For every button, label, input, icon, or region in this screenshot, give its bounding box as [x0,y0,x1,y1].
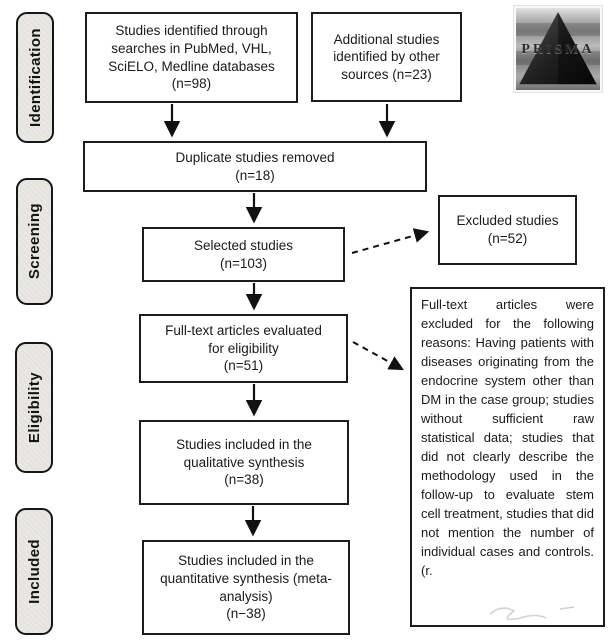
arrow-fulltext-to-reasons-dashed [352,341,404,371]
prisma-logo: PRISMA [513,5,603,93]
box-duplicates-removed: Duplicate studies removed (n=18) [83,141,427,192]
prisma-logo-background: PRISMA [516,8,600,90]
box-excluded-studies: Excluded studies (n=52) [438,195,577,265]
box-additional-studies: Additional studies identified by other s… [311,12,462,102]
stage-included: Included [15,508,53,635]
stage-eligibility-label: Eligibility [25,371,43,444]
arrow-selected-to-excluded-dashed [351,228,430,254]
prisma-logo-text: PRISMA [521,42,595,58]
box-selected-studies: Selected studies (n=103) [142,227,345,282]
box-qualitative-synthesis: Studies included in the qualitative synt… [139,420,349,505]
box-exclusion-reasons: Full-text articles were excluded for the… [410,287,605,627]
stage-eligibility: Eligibility [15,342,53,473]
box-studies-identified: Studies identified through searches in P… [85,12,298,103]
prisma-triangle-icon [519,12,597,85]
box-fulltext-evaluated: Full-text articles evaluated for eligibi… [139,314,348,383]
stage-screening-label: Screening [26,203,43,280]
stage-included-label: Included [25,539,43,604]
exclusion-reasons-text: Full-text articles were excluded for the… [421,297,594,578]
stage-screening: Screening [16,178,53,305]
stage-identification-label: Identification [26,28,44,127]
box-quantitative-synthesis: Studies included in the quantitative syn… [142,540,350,635]
stage-identification: Identification [16,12,54,143]
